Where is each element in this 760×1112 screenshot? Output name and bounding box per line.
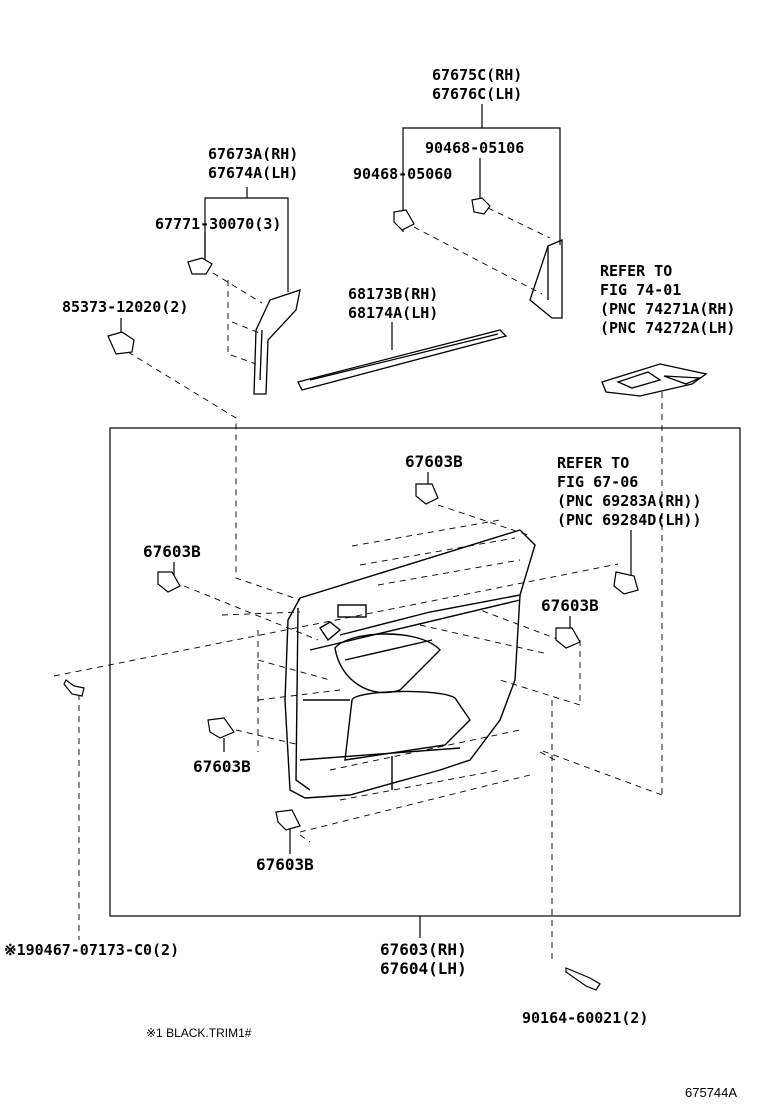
label-refer-fig-67-06: REFER TO FIG 67-06 (PNC 69283A(RH)) (PNC… [557, 454, 702, 530]
leader-lines [120, 104, 632, 938]
label-line: 68174A(LH) [348, 304, 439, 322]
label-85373-12020: 85373-12020(2) [62, 298, 189, 316]
label-68173b-68174a: 68173B(RH) 68174A(LH) [348, 285, 438, 323]
label-67771-30070: 67771-30070(3) [155, 215, 282, 233]
window-garnish-rear [253, 289, 301, 395]
label-line: FIG 67-06 [557, 473, 639, 491]
corner-garnish [529, 239, 563, 319]
label-90164-60021: 90164-60021(2) [522, 1009, 649, 1027]
label-line: FIG 74-01 [600, 281, 682, 299]
inside-handle-bezel [601, 363, 708, 397]
label-67603b-left: 67603B [143, 542, 201, 561]
label-67603-67604: 67603(RH) 67604(LH) [380, 940, 467, 978]
label-line: 67676C(LH) [432, 85, 523, 103]
footnote: ※1 BLACK.TRIM1# [146, 1026, 252, 1040]
label-67603b-top: 67603B [405, 452, 463, 471]
label-90467-07173: ※190467-07173-C0(2) [4, 941, 180, 959]
label-67603b-right: 67603B [541, 596, 599, 615]
door-clip-hardware [63, 197, 639, 991]
label-line: REFER TO [600, 262, 673, 280]
label-refer-fig-74-01: REFER TO FIG 74-01 (PNC 74271A(RH) (PNC … [600, 262, 735, 338]
label-line: 67675C(RH) [432, 66, 523, 84]
belt-moulding [297, 329, 508, 391]
label-line: (PNC 74271A(RH) [600, 300, 736, 318]
label-67673a-67674a: 67673A(RH) 67674A(LH) [208, 145, 298, 183]
label-line: (PNC 74272A(LH) [600, 319, 736, 337]
label-67603b-bottom: 67603B [256, 855, 314, 874]
label-67603b-lower-left: 67603B [193, 757, 251, 776]
label-line: 67604(LH) [380, 959, 467, 978]
door-trim-board [284, 529, 536, 799]
label-line: 68173B(RH) [348, 285, 439, 303]
dashed-assembly-lines [53, 207, 663, 960]
label-line: REFER TO [557, 454, 630, 472]
label-line: (PNC 69284D(LH)) [557, 511, 702, 529]
label-line: 67673A(RH) [208, 145, 299, 163]
door-trim-assembly-frame [109, 427, 741, 917]
figure-code: 675744A [685, 1085, 738, 1100]
label-90468-05060: 90468-05060 [353, 165, 453, 183]
label-line: (PNC 69283A(RH)) [557, 492, 702, 510]
label-90468-05106: 90468-05106 [425, 139, 525, 157]
label-line: 67674A(LH) [208, 164, 299, 182]
label-67675c-67676c: 67675C(RH) 67676C(LH) [432, 66, 522, 104]
label-line: 67603(RH) [380, 940, 467, 959]
